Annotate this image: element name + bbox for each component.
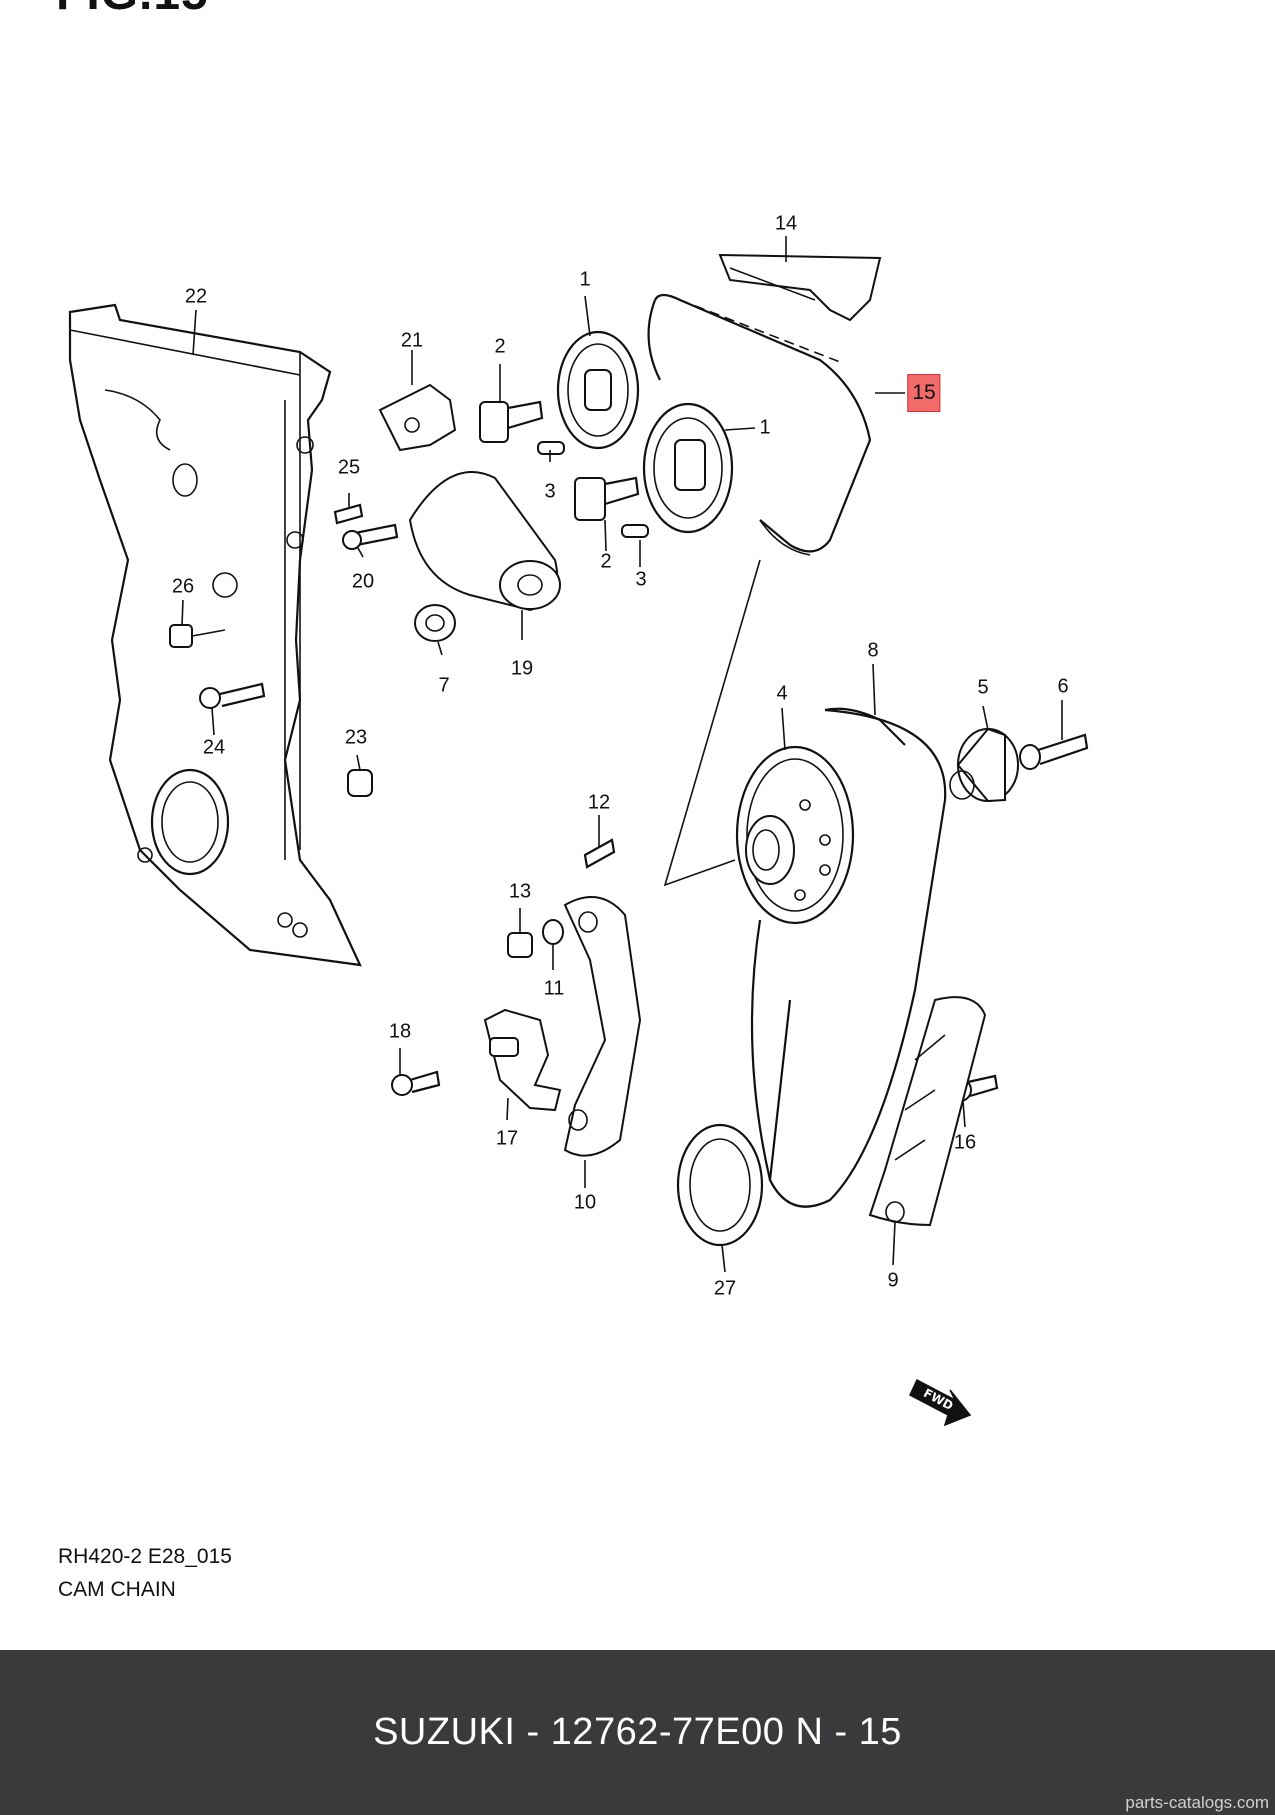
bolt-part-24 [199, 682, 266, 709]
callout-11[interactable]: 11 [543, 977, 565, 1000]
callout-22[interactable]: 22 [184, 285, 208, 308]
callout-2-upper[interactable]: 2 [494, 335, 506, 358]
callout-1-upper[interactable]: 1 [579, 268, 591, 291]
chain-guide-part-10 [563, 896, 642, 1157]
leader-line-crank [663, 559, 761, 887]
callout-8[interactable]: 8 [867, 639, 879, 662]
nut-part-26 [169, 624, 226, 648]
callout-14[interactable]: 14 [774, 212, 798, 235]
spacer-part-5 [949, 727, 1019, 803]
nut-part-7 [414, 604, 456, 642]
figure-name: CAM CHAIN [58, 1578, 176, 1601]
camshaft-sprocket-upper-part-1 [556, 330, 640, 450]
figure-code: RH420-2 E28_015 [58, 1545, 232, 1568]
callout-25[interactable]: 25 [337, 456, 361, 479]
callout-21[interactable]: 21 [400, 329, 424, 352]
tensioner-bracket-part-21 [378, 383, 457, 452]
cam-chain-lower-loop [768, 708, 947, 1208]
callout-leaders [181, 236, 1063, 1273]
callout-23[interactable]: 23 [344, 726, 368, 749]
chain-segment-part-8 [824, 707, 906, 746]
callout-12[interactable]: 12 [587, 791, 611, 814]
figure-title: FIG.15 [56, 0, 209, 21]
callout-2-lower[interactable]: 2 [600, 550, 612, 573]
footer-bar: SUZUKI - 12762-77E00 N - 15 parts-catalo… [0, 1650, 1275, 1815]
site-watermark[interactable]: parts-catalogs.com [1125, 1793, 1269, 1812]
diagram-canvas: FIG.15 [56, 0, 1089, 1601]
cam-chain-lower-inner [750, 919, 772, 1181]
callout-13[interactable]: 13 [508, 880, 532, 903]
callout-20[interactable]: 20 [351, 570, 375, 593]
callout-15-highlighted[interactable]: 15 [907, 374, 941, 412]
camshaft-sprocket-lower-part-1 [642, 402, 734, 534]
callout-3-lower[interactable]: 3 [635, 568, 647, 591]
dowel-pin-part-3-lower [621, 524, 649, 538]
callout-4[interactable]: 4 [776, 682, 788, 705]
exploded-view-drawing: FWD [68, 236, 1089, 1427]
dowel-pin-part-23 [347, 769, 373, 797]
cam-chain-part-15 [647, 293, 872, 556]
timing-cover-part-22 [68, 303, 362, 967]
sprocket-bolt-part-2-lower [574, 476, 640, 521]
sprocket-bolt-part-2-upper [479, 400, 544, 443]
callout-26[interactable]: 26 [171, 575, 195, 598]
callout-27[interactable]: 27 [713, 1277, 737, 1300]
stud-part-12 [583, 838, 616, 869]
bolt-part-18 [391, 1070, 441, 1096]
chain-tensioner-part-19 [408, 471, 561, 612]
chain-guide-part-9 [868, 996, 987, 1227]
callout-6[interactable]: 6 [1057, 675, 1069, 698]
bolt-part-6 [1019, 733, 1089, 770]
forward-direction-arrow-icon: FWD [909, 1378, 972, 1427]
callout-9[interactable]: 9 [887, 1269, 899, 1292]
chain-tensioner-part-17 [483, 1008, 562, 1112]
callout-1-lower[interactable]: 1 [759, 416, 771, 439]
callout-7[interactable]: 7 [438, 674, 450, 697]
callout-16[interactable]: 16 [953, 1131, 977, 1154]
callout-24[interactable]: 24 [202, 736, 226, 759]
callout-3-upper[interactable]: 3 [544, 480, 556, 503]
washer-part-11 [542, 919, 564, 945]
callout-17[interactable]: 17 [495, 1127, 519, 1150]
bolt-head-20 [342, 530, 362, 550]
bolt-part-25 [333, 503, 364, 525]
dowel-pin-part-3-upper [537, 441, 565, 455]
callout-18[interactable]: 18 [388, 1020, 412, 1043]
bolt-part-13 [507, 932, 533, 958]
part-number-text: SUZUKI - 12762-77E00 N - 15 [373, 1711, 902, 1753]
crank-sprocket-part-27 [676, 1123, 764, 1247]
callout-10[interactable]: 10 [573, 1191, 597, 1214]
callout-19[interactable]: 19 [510, 657, 534, 680]
callout-5[interactable]: 5 [977, 676, 989, 699]
chain-guide-part-14 [718, 253, 882, 322]
crankshaft-sprocket-part-4 [735, 745, 855, 925]
